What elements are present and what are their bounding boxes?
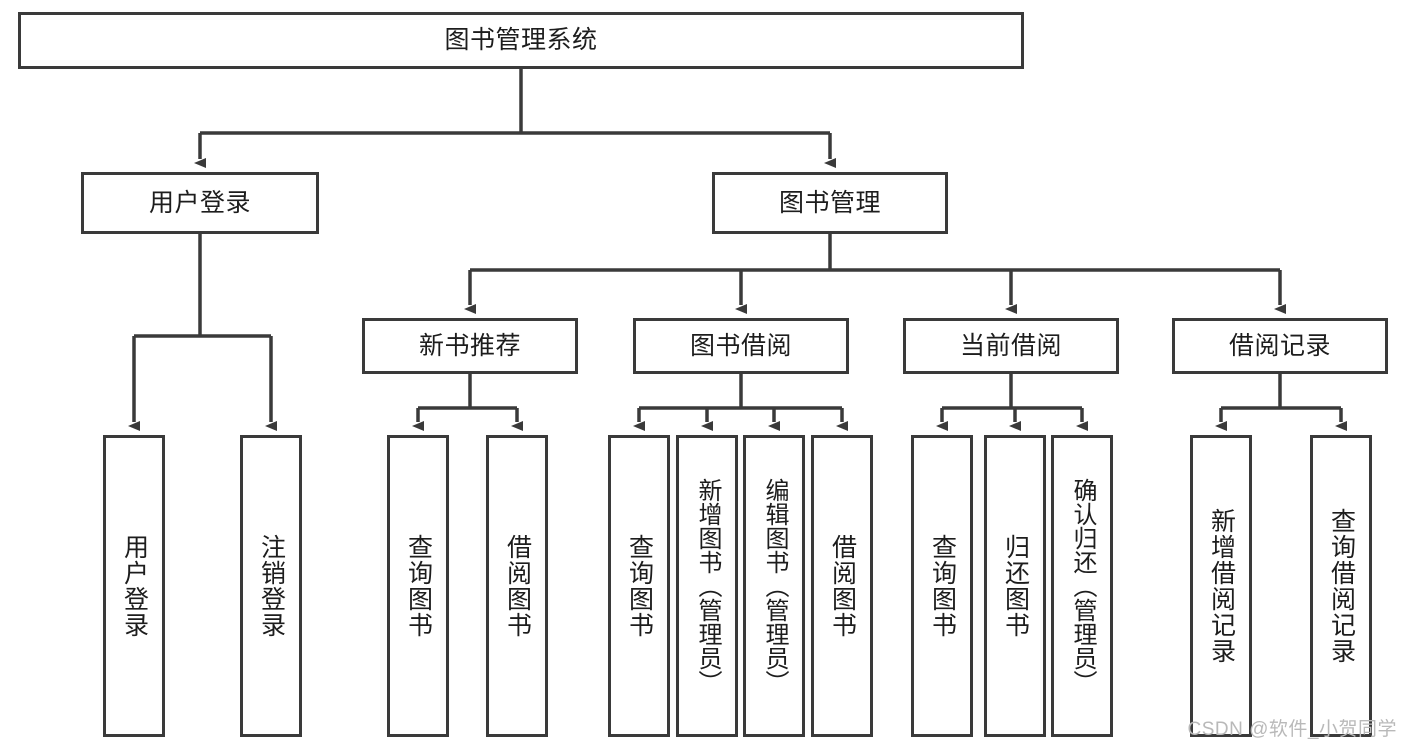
node-leaf-return-book[interactable]: 归还图书 xyxy=(984,435,1046,737)
node-book-borrow[interactable]: 图书借阅 xyxy=(633,318,849,374)
node-label: 新增借阅记录 xyxy=(1207,508,1236,664)
node-leaf-query-book-recommend[interactable]: 查询图书 xyxy=(387,435,449,737)
node-leaf-user-login[interactable]: 用户登录 xyxy=(103,435,165,737)
node-borrow-record[interactable]: 借阅记录 xyxy=(1172,318,1388,374)
node-leaf-confirm-return-admin[interactable]: 确认归还（管理员） xyxy=(1051,435,1113,737)
node-label: 图书借阅 xyxy=(689,331,792,360)
node-new-book-recommend[interactable]: 新书推荐 xyxy=(362,318,578,374)
node-leaf-edit-book-admin[interactable]: 编辑图书（管理员） xyxy=(743,435,805,737)
node-label: 查询借阅记录 xyxy=(1327,508,1356,664)
node-leaf-query-borrow-record[interactable]: 查询借阅记录 xyxy=(1310,435,1372,737)
node-user-login[interactable]: 用户登录 xyxy=(81,172,319,234)
node-label: 查询图书 xyxy=(404,534,433,638)
node-label: 用户登录 xyxy=(148,188,251,217)
node-label: 注销登录 xyxy=(257,534,286,638)
node-leaf-borrow-book-recommend[interactable]: 借阅图书 xyxy=(486,435,548,737)
node-label: 借阅记录 xyxy=(1228,331,1331,360)
node-leaf-query-book-current[interactable]: 查询图书 xyxy=(911,435,973,737)
node-label: 新增图书（管理员） xyxy=(694,478,721,694)
node-label: 归还图书 xyxy=(1001,534,1030,638)
node-label: 编辑图书（管理员） xyxy=(761,478,788,694)
node-label: 新书推荐 xyxy=(418,331,521,360)
node-book-manage[interactable]: 图书管理 xyxy=(712,172,948,234)
node-leaf-query-book-borrow[interactable]: 查询图书 xyxy=(608,435,670,737)
node-leaf-add-borrow-record[interactable]: 新增借阅记录 xyxy=(1190,435,1252,737)
csdn-watermark: CSDN @软件_小贺同学 xyxy=(1187,719,1397,740)
node-label: 图书管理 xyxy=(778,188,881,217)
node-root-system[interactable]: 图书管理系统 xyxy=(18,12,1024,69)
node-label: 用户登录 xyxy=(120,534,149,638)
node-leaf-borrow-book[interactable]: 借阅图书 xyxy=(811,435,873,737)
node-leaf-add-book-admin[interactable]: 新增图书（管理员） xyxy=(676,435,738,737)
node-label: 查询图书 xyxy=(625,534,654,638)
node-leaf-user-logout[interactable]: 注销登录 xyxy=(240,435,302,737)
node-label: 查询图书 xyxy=(928,534,957,638)
node-label: 借阅图书 xyxy=(503,534,532,638)
node-label: 图书管理系统 xyxy=(444,26,598,54)
node-current-borrow[interactable]: 当前借阅 xyxy=(903,318,1119,374)
node-label: 借阅图书 xyxy=(828,534,857,638)
node-label: 当前借阅 xyxy=(959,331,1062,360)
node-label: 确认归还（管理员） xyxy=(1069,478,1096,694)
